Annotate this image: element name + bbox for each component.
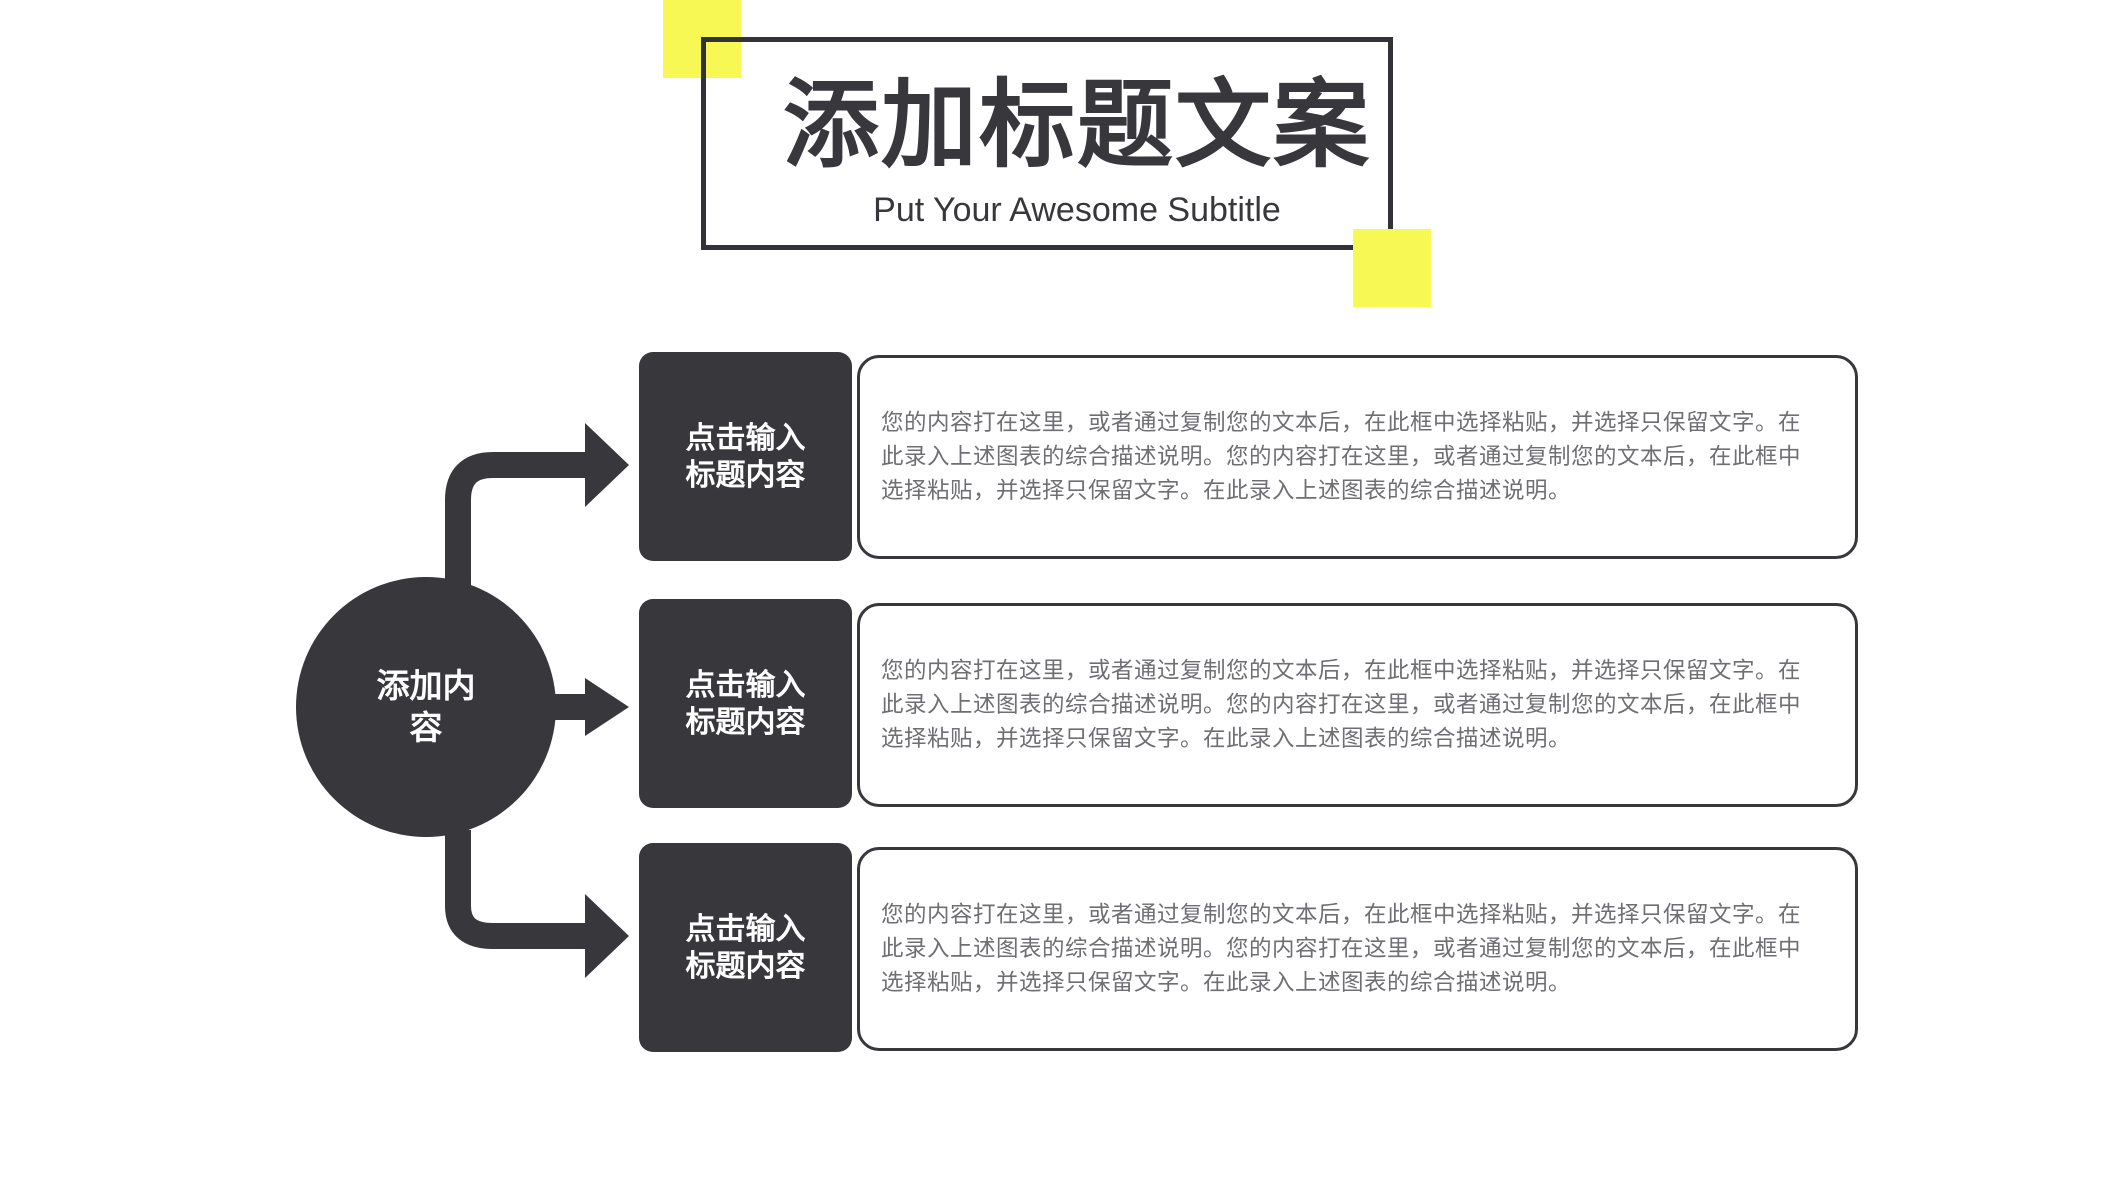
item-description-text: 您的内容打在这里，或者通过复制您的文本后，在此框中选择粘贴，并选择只保留文字。在… [881,410,1802,504]
item-description-box-2: 您的内容打在这里，或者通过复制您的文本后，在此框中选择粘贴，并选择只保留文字。在… [857,603,1858,807]
item-heading-box-2: 点击输入标题内容 [639,599,852,808]
item-description-text: 您的内容打在这里，或者通过复制您的文本后，在此框中选择粘贴，并选择只保留文字。在… [881,902,1802,996]
arrowhead-bottom [585,894,629,978]
page-title: 添加标题文案 [783,69,1371,181]
arrowhead-middle [585,678,629,736]
connector-top [445,452,592,590]
item-heading-label: 点击输入标题内容 [685,420,806,493]
title-frame [701,37,1393,250]
center-hub-label: 添加内容 [376,666,476,747]
item-heading-label: 点击输入标题内容 [685,911,806,984]
item-description-text: 您的内容打在这里，或者通过复制您的文本后，在此框中选择粘贴，并选择只保留文字。在… [881,658,1802,752]
item-description-box-1: 您的内容打在这里，或者通过复制您的文本后，在此框中选择粘贴，并选择只保留文字。在… [857,355,1858,559]
item-description-box-3: 您的内容打在这里，或者通过复制您的文本后，在此框中选择粘贴，并选择只保留文字。在… [857,847,1858,1051]
item-heading-box-1: 点击输入标题内容 [639,352,852,561]
page-subtitle: Put Your Awesome Subtitle [873,191,1281,229]
accent-square-bottom-right [1353,229,1431,307]
connector-bottom [445,830,592,949]
arrowhead-top [585,423,629,507]
item-heading-label: 点击输入标题内容 [685,667,806,740]
center-hub: 添加内容 [296,577,556,837]
item-heading-box-3: 点击输入标题内容 [639,843,852,1052]
